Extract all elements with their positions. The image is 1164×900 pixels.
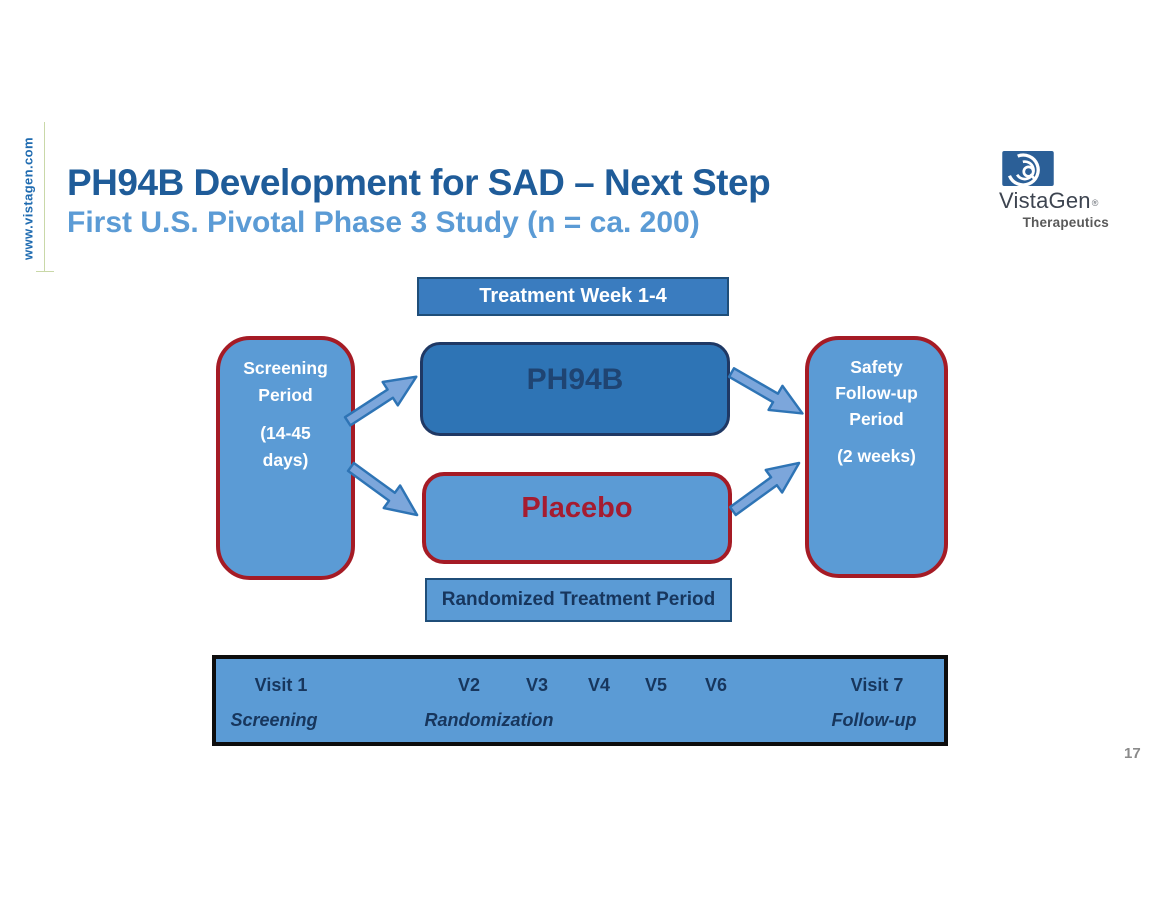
safety-line-3: Period (849, 409, 904, 429)
safety-line-4: (2 weeks) (837, 446, 916, 466)
screening-period-box: Screening Period (14-45 days) (216, 336, 355, 580)
logo-wordmark: VistaGen® (999, 188, 1109, 214)
screening-line-1: Screening (243, 358, 328, 378)
registered-trademark-symbol: ® (1091, 198, 1099, 208)
vistagen-logo-icon (1002, 151, 1054, 186)
treatment-week-header-box: Treatment Week 1-4 (417, 277, 729, 316)
sidebar-website-text: www.vistagen.com (20, 137, 36, 260)
sidebar-divider-line (44, 122, 45, 272)
visit-label: V6 (704, 675, 728, 695)
visit-label: V2 (457, 675, 481, 695)
spacer (809, 432, 944, 443)
slide-title: PH94B Development for SAD – Next Step (67, 162, 771, 203)
ph94b-treatment-box: PH94B (420, 342, 730, 436)
arrow-screening-to-placebo (346, 461, 419, 517)
sidebar-divider-tick (36, 271, 54, 272)
safety-line-1: Safety (850, 357, 903, 377)
visit-label: V5 (644, 675, 668, 695)
phase-label: Screening (230, 710, 318, 730)
phase-label: Follow-up (831, 710, 917, 730)
safety-followup-box: Safety Follow-up Period (2 weeks) (805, 336, 948, 578)
page-number: 17 (1124, 745, 1141, 762)
slide-subtitle: First U.S. Pivotal Phase 3 Study (n = ca… (67, 206, 700, 239)
visit-label: V3 (525, 675, 549, 695)
visit-timeline-table: Visit 1 V2 V3 V4 V5 V6 Visit 7 Screening… (212, 655, 948, 746)
placebo-treatment-box: Placebo (422, 472, 732, 564)
arrow-ph94b-to-safety (727, 367, 804, 415)
arrow-screening-to-ph94b (343, 375, 418, 427)
vistagen-logo: VistaGen® Therapeutics (999, 151, 1109, 230)
visit-label: V4 (587, 675, 611, 695)
arrow-placebo-to-safety (728, 461, 801, 517)
logo-name-text: VistaGen (999, 188, 1091, 213)
spacer (220, 409, 351, 420)
screening-line-3: (14-45 (260, 423, 311, 443)
visit-label: Visit 7 (850, 675, 904, 695)
safety-line-2: Follow-up (835, 383, 918, 403)
phase-label: Randomization (424, 710, 554, 730)
visit-label: Visit 1 (254, 675, 308, 695)
screening-line-4: days) (262, 450, 309, 470)
screening-line-2: Period (258, 385, 313, 405)
logo-tagline: Therapeutics (1022, 215, 1109, 230)
randomized-treatment-period-box: Randomized Treatment Period (425, 578, 732, 622)
